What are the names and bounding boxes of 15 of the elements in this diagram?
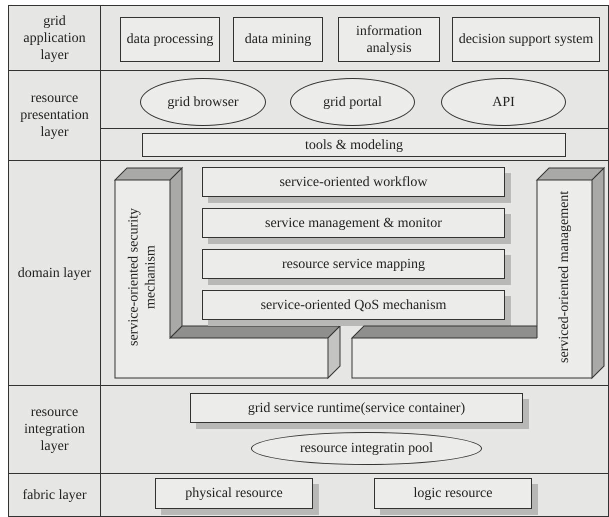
component-box: data processing: [120, 17, 220, 62]
component-box: information analysis: [338, 17, 440, 62]
layer-band: [8, 473, 609, 517]
layer-band: [8, 5, 609, 71]
component-ellipse: resource integratin pool: [251, 432, 482, 465]
component-box: decision support system: [452, 17, 600, 62]
component-ellipse: API: [441, 78, 566, 126]
component-ellipse: grid portal: [290, 78, 415, 126]
component-ellipse: grid browser: [140, 78, 266, 126]
layer-band: [8, 160, 609, 386]
layer-band: [8, 385, 609, 474]
layer-title: fabric layer: [9, 474, 101, 516]
component-box: tools & modeling: [142, 133, 566, 157]
layer-band: [8, 70, 609, 161]
component-box: data mining: [233, 17, 323, 62]
